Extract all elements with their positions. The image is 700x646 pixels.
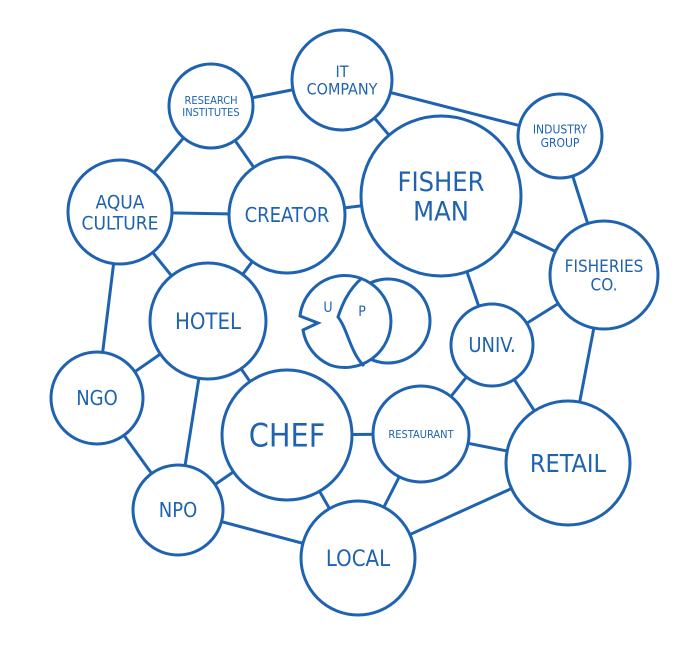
node-circle [66, 158, 174, 266]
node-label: INDUSTRY [533, 123, 588, 137]
node-circle [220, 368, 354, 502]
logo-letter-u: U [323, 300, 332, 316]
node-circle [227, 155, 347, 275]
node-label: RETAIL [530, 449, 607, 478]
node-label: FISHERIES [565, 257, 644, 277]
node-univ: UNIV. [449, 302, 535, 388]
node-circle [371, 384, 471, 484]
node-circle [504, 399, 632, 527]
node-ngo: NGO [49, 350, 145, 446]
node-circle [359, 114, 523, 278]
node-label: NPO [159, 498, 197, 522]
node-label: CREATOR [245, 203, 330, 227]
node-label: UNIV. [468, 333, 515, 357]
node-label: RESTAURANT [388, 428, 454, 441]
node-label: INSTITUTES [182, 106, 239, 119]
node-label: CHEF [249, 417, 326, 455]
node-circle [449, 302, 535, 388]
node-circle [131, 463, 225, 557]
node-circle [299, 499, 417, 617]
node-hotel: HOTEL [148, 261, 268, 381]
node-label: NGO [76, 386, 118, 410]
node-label: COMPANY [307, 80, 378, 99]
node-label: CULTURE [82, 212, 159, 234]
node-chef: CHEF [220, 368, 354, 502]
node-circle [290, 28, 394, 132]
fish-logo: U P [298, 274, 432, 369]
node-label: GROUP [541, 136, 580, 150]
node-creator: CREATOR [227, 155, 347, 275]
node-circle [148, 261, 268, 381]
node-label: LOCAL [326, 547, 390, 572]
node-label: HOTEL [175, 310, 241, 335]
node-retail: RETAIL [504, 399, 632, 527]
node-label: AQUA [95, 191, 144, 213]
node-label: CO. [591, 275, 618, 295]
node-circle [167, 62, 255, 150]
node-restaurant: RESTAURANT [371, 384, 471, 484]
node-label: MAN [413, 197, 469, 228]
node-label: IT [335, 62, 348, 81]
node-circle [49, 350, 145, 446]
logo-letter-p: P [358, 304, 366, 320]
node-circle [548, 219, 660, 331]
node-label: FISHER [397, 167, 484, 198]
node-local: LOCAL [299, 499, 417, 617]
node-npo: NPO [131, 463, 225, 557]
node-circle [516, 92, 604, 180]
node-label: RESEARCH [184, 94, 237, 107]
